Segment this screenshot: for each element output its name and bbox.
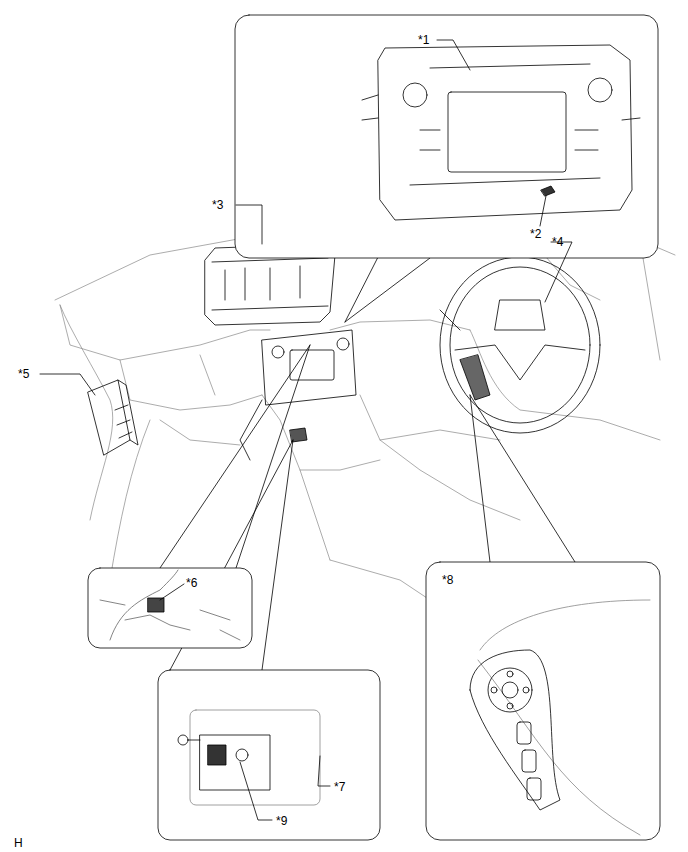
- callout-number: *9: [276, 814, 287, 828]
- callout-number: *5: [18, 367, 29, 381]
- callout-number: *4: [552, 235, 563, 249]
- callout-number: *7: [334, 780, 345, 794]
- callout-number: *2: [530, 227, 541, 241]
- callout-number: *8: [442, 573, 453, 587]
- callout-number: *1: [418, 33, 429, 47]
- figure-code: H: [14, 836, 23, 850]
- callout-number: *6: [186, 576, 197, 590]
- callout-number: *3: [212, 198, 223, 212]
